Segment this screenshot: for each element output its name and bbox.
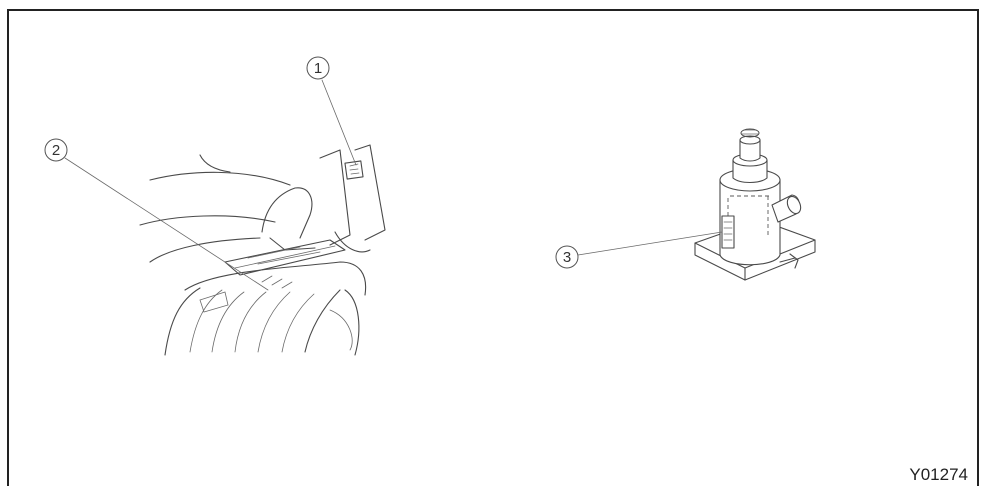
- callout-1: 1: [306, 56, 357, 166]
- callout-1-label: 1: [314, 60, 322, 77]
- callout-3-label: 3: [563, 249, 571, 266]
- figure-code: Y01274: [909, 465, 968, 484]
- callout-3: 3: [555, 231, 723, 269]
- callout-2-label: 2: [52, 142, 60, 159]
- callout-2: 2: [44, 138, 269, 291]
- bottle-jack-drawing: [694, 128, 816, 281]
- seat-cab-drawing: [139, 144, 386, 356]
- figure-frame: [7, 9, 979, 486]
